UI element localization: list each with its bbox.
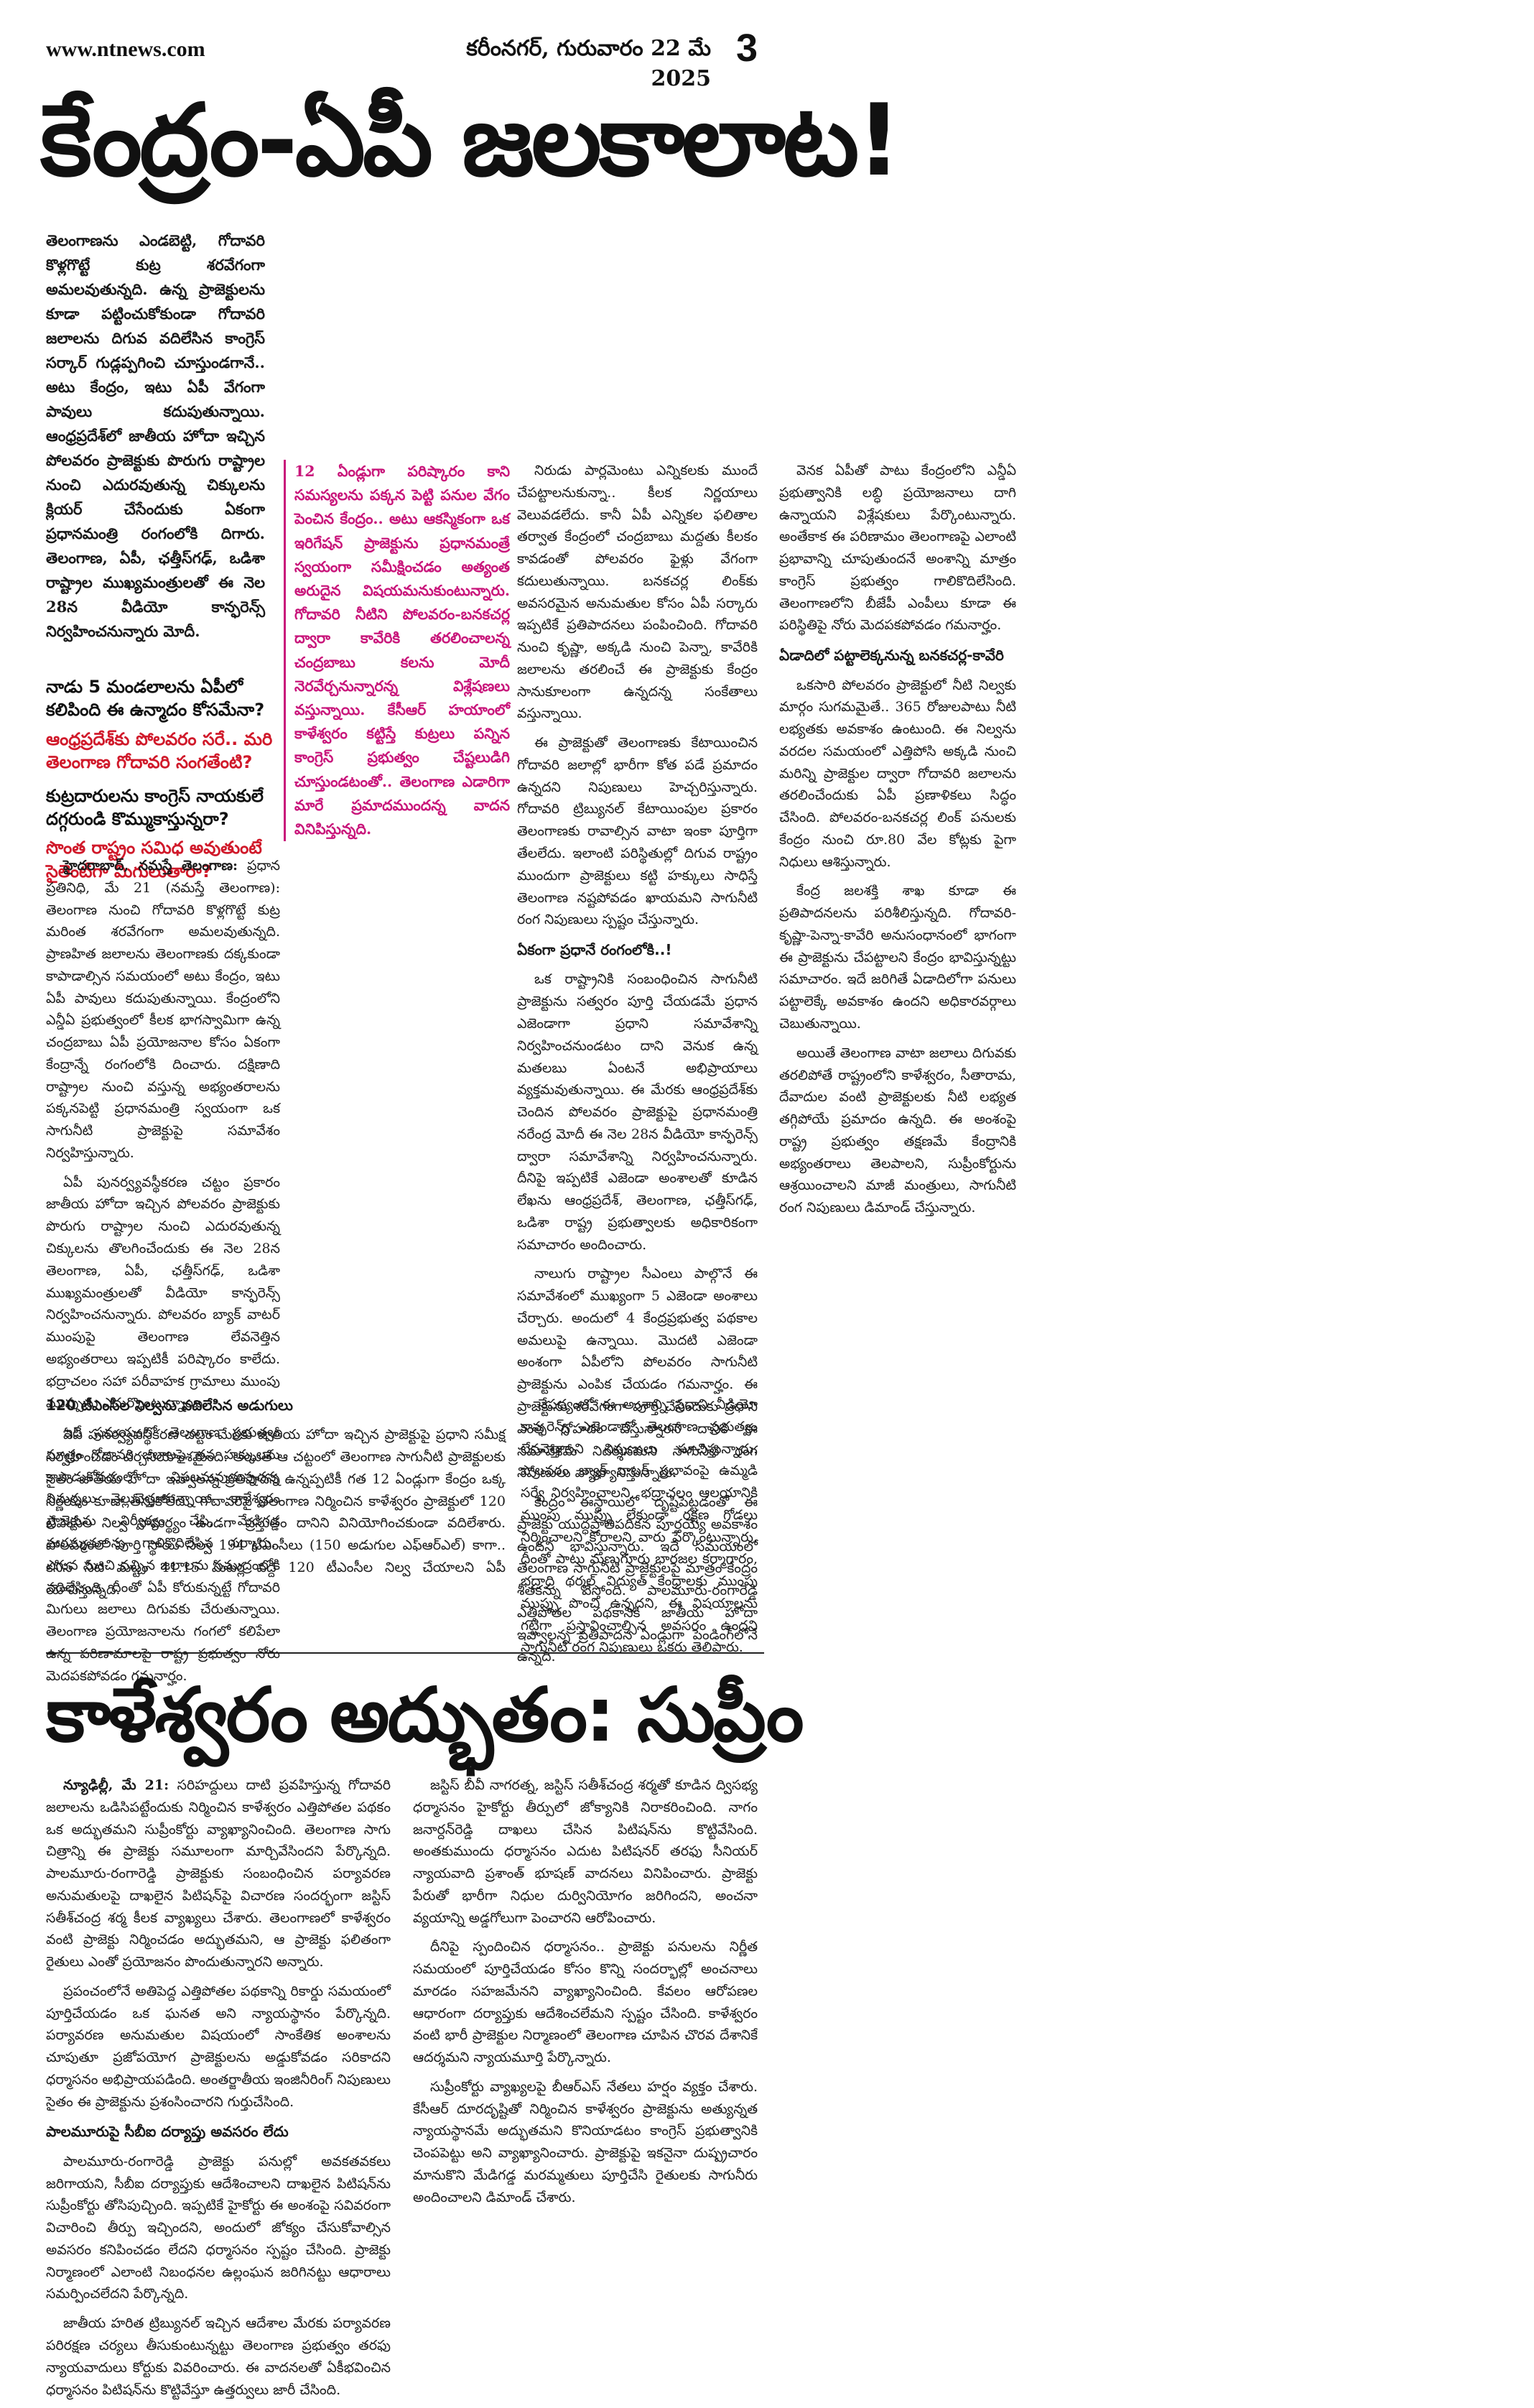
site-url[interactable]: www.ntnews.com [46, 37, 205, 61]
page-number: 3 [736, 27, 758, 70]
subhead-banakacherla: ఏడాదిలో పట్టాలెక్కనున్న బనకచర్ల-కావేరి [779, 647, 1004, 664]
column-1-body: హైదరాబాద్, నమస్తే తెలంగాణ: ప్రధాన ప్రతిన… [46, 858, 280, 1684]
column-3: వెనక ఏపీతో పాటు కేంద్రంలోని ఎన్డీఏ ప్రభు… [779, 463, 1016, 1216]
question-block: నాడు 5 మండలాలను ఏపీలో కలిపింది ఈ ఉన్మాదం… [46, 675, 276, 893]
story2-dateline: న్యూఢిల్లీ, మే 21: [63, 1777, 169, 1793]
bottom-left-section: 120 టీఎంసీల నిల్వను వదిలేసిన అడుగులు ఏపీ… [46, 1394, 506, 1608]
column-2: నిరుడు పార్లమెంటు ఎన్నికలకు ముందే చేపట్ట… [517, 463, 758, 1665]
subhead-palamuru: పాలమూరుపై సీబీఐ దర్యాప్తు అవసరం లేదు [46, 2123, 289, 2141]
lead-paragraph: తెలంగాణను ఎండబెట్టి, గోదావరి కొళ్లగొట్టే… [46, 231, 265, 641]
question-3: కుట్రదారులను కాంగ్రెస్ నాయకులే దగ్గరుండి… [46, 785, 264, 829]
question-2: ఆంధ్రప్రదేశ్‌కు పోలవరం సరే.. మరి తెలంగాణ… [46, 728, 273, 773]
issue-date: కరీంనగర్, గురువారం 22 మే 2025 [466, 36, 711, 91]
bottom-right-section: నేపథ్యంలో ఈ అంశాన్ని ప్రధాని వీడియో కాన్… [521, 1397, 758, 1656]
subhead-pm: ఏకంగా ప్రధానే రంగంలోకి..! [517, 941, 672, 959]
story2-right-column: జస్టిస్ బీవీ నాగరత్న, జస్టిస్ సతీశ్‌చంద్… [413, 1777, 758, 2205]
highlight-note: 12 ఏండ్లుగా పరిష్కారం కాని సమస్యలను పక్క… [284, 460, 510, 842]
story2-left-column: న్యూఢిల్లీ, మే 21: సరిహద్దులు దాటి ప్రవహ… [46, 1777, 391, 2398]
section-divider [46, 1652, 764, 1654]
subhead-120tmc: 120 టీఎంసీల నిల్వను వదిలేసిన అడుగులు [46, 1397, 293, 1414]
second-headline: కాళేశ్వరం అద్భుతం: సుప్రీం [46, 1671, 804, 1759]
main-headline: కేంద్రం-ఏపీ జలకాలాట! [40, 83, 901, 198]
question-1: నాడు 5 మండలాలను ఏపీలో కలిపింది ఈ ఉన్మాదం… [46, 677, 265, 721]
dateline: హైదరాబాద్, నమస్తే తెలంగాణ: [63, 858, 238, 874]
question-4: సొంత రాష్ట్రం సమిధ అవుతుంటే సైలెంట్‌గా మ… [46, 838, 262, 881]
